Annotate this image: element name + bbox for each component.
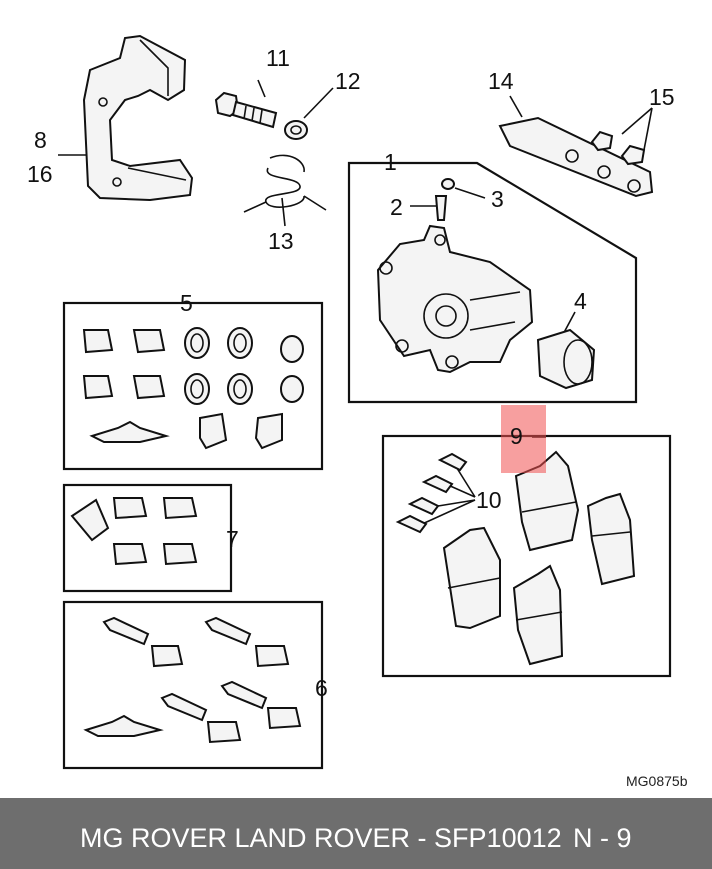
carrier-bracket [82, 34, 194, 202]
shield-bracket [498, 116, 654, 198]
seal-kit-parts [82, 327, 304, 450]
callout-4: 4 [574, 288, 587, 314]
footer-position: N - 9 [573, 823, 632, 853]
callout-11: 11 [266, 45, 290, 71]
caliper-body [376, 224, 534, 374]
washer [284, 120, 308, 140]
brake-pads [395, 450, 636, 666]
callout-3: 3 [491, 186, 504, 212]
footer-bar: MG ROVER LAND ROVER - SFP10012 N - 9 [0, 798, 712, 869]
footer-brand-part: MG ROVER LAND ROVER - SFP10012 [80, 823, 562, 853]
seal-kit-box-5 [62, 301, 324, 471]
caliper-bolt [214, 91, 278, 129]
callout-14: 14 [488, 68, 514, 94]
callout-7: 7 [226, 526, 239, 552]
caliper-piston [536, 328, 596, 390]
callout-10: 10 [476, 487, 502, 513]
caliper-box-1 [347, 161, 638, 404]
boot-kit-parts [70, 497, 198, 566]
callout-16: 16 [27, 161, 53, 187]
callout-13: 13 [268, 228, 294, 254]
exploded-parts-diagram [58, 34, 672, 770]
callout-9: 9 [510, 423, 523, 449]
callout-1: 1 [384, 149, 397, 175]
callout-6: 6 [315, 675, 328, 701]
callout-2: 2 [390, 194, 403, 220]
guide-pin-kit-box-6 [62, 600, 324, 770]
bleed-nipple [434, 178, 455, 221]
callout-12: 12 [335, 68, 361, 94]
guide-pin-kit-parts [83, 616, 302, 744]
callout-8: 8 [34, 127, 47, 153]
callout-15: 15 [649, 84, 675, 110]
boot-kit-box-7 [62, 483, 233, 593]
highlight-marker [501, 405, 546, 473]
anti-rattle-spring [243, 154, 327, 213]
drawing-code: MG0875b [626, 773, 688, 789]
callout-5: 5 [180, 290, 193, 316]
